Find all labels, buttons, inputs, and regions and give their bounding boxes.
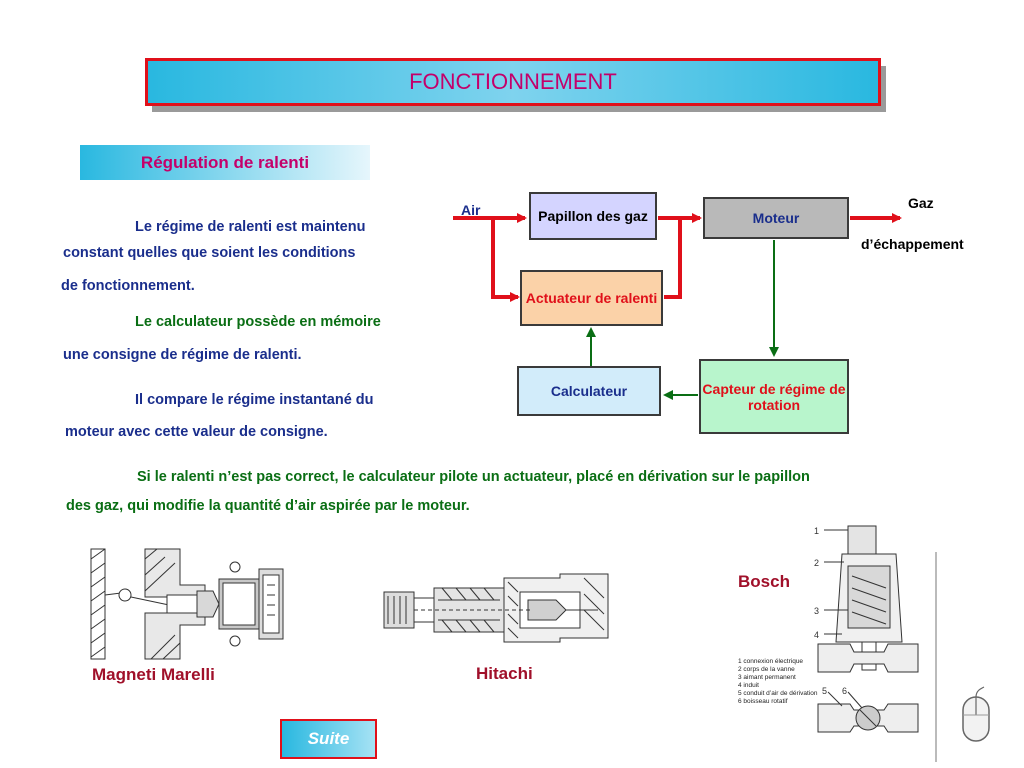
bosch-num-2: 2	[814, 558, 819, 568]
echappement-label: d’échappement	[861, 236, 964, 252]
bosch-legend-item: 1 connexion électrique	[738, 658, 804, 665]
bosch-num-5: 5	[822, 686, 827, 696]
papillon-label: Papillon des gaz	[538, 208, 648, 224]
gaz-label: Gaz	[908, 195, 934, 211]
calculateur-label: Calculateur	[550, 383, 628, 399]
paragraph-3-line-2: moteur avec cette valeur de consigne.	[65, 424, 328, 440]
paragraph-1-line-2: constant quelles que soient les conditio…	[63, 245, 356, 261]
paragraph-1-line-3: de fonctionnement.	[61, 278, 195, 294]
bosch-legend-item: 4 induit	[738, 682, 759, 689]
bosch-legend-item: 5 conduit d’air de dérivation	[738, 690, 818, 697]
paragraph-4-line-2: des gaz, qui modifie la quantité d’air a…	[66, 498, 470, 514]
brand-magneti-marelli: Magneti Marelli	[92, 665, 215, 684]
paragraph-3-line-1: Il compare le régime instantané du	[135, 392, 374, 408]
bosch-legend-item: 3 aimant permanent	[738, 674, 796, 681]
bosch-num-4: 4	[814, 630, 819, 640]
mouse-icon[interactable]	[958, 685, 994, 745]
magneti-marelli-illustration	[90, 548, 284, 660]
hitachi-illustration	[383, 573, 609, 643]
paragraph-2-line-2: une consigne de régime de ralenti.	[63, 347, 302, 363]
moteur-label: Moteur	[752, 210, 800, 226]
page-title: FONCTIONNEMENT	[145, 58, 881, 106]
bosch-legend-item: 2 corps de la vanne	[738, 666, 795, 673]
air-label: Air	[461, 202, 481, 218]
bosch-num-3: 3	[814, 606, 819, 616]
moteur-block: Moteur	[703, 197, 849, 239]
calculateur-block: Calculateur	[517, 366, 661, 416]
page-title-text: FONCTIONNEMENT	[409, 69, 617, 94]
brand-bosch: Bosch	[738, 572, 790, 591]
brand-hitachi: Hitachi	[476, 664, 533, 683]
bosch-legend-item: 6 boisseau rotatif	[738, 698, 788, 705]
signal-path	[586, 240, 779, 400]
suite-button[interactable]: Suite	[280, 719, 377, 759]
capteur-label: Capteur de régime de rotation	[702, 380, 846, 413]
actuateur-block: Actuateur de ralenti	[520, 270, 663, 326]
actuateur-label: Actuateur de ralenti	[525, 290, 658, 306]
paragraph-4-line-1: Si le ralenti n’est pas correct, le calc…	[137, 469, 810, 485]
bosch-illustration: 1 2 3 4 5 6	[814, 525, 937, 762]
bosch-num-1: 1	[814, 526, 819, 536]
suite-button-label: Suite	[307, 729, 350, 748]
paragraph-1-line-1: Le régime de ralenti est maintenu	[135, 219, 366, 235]
papillon-block: Papillon des gaz	[529, 192, 657, 240]
paragraph-2-line-1: Le calculateur possède en mémoire	[135, 314, 381, 330]
bosch-num-6: 6	[842, 686, 847, 696]
capteur-block: Capteur de régime de rotation	[699, 359, 849, 434]
bosch-legend: 1 connexion électrique 2 corps de la van…	[738, 658, 818, 706]
section-subtitle-text: Régulation de ralenti	[140, 152, 310, 172]
section-subtitle: Régulation de ralenti	[80, 145, 370, 180]
air-path	[453, 213, 902, 302]
